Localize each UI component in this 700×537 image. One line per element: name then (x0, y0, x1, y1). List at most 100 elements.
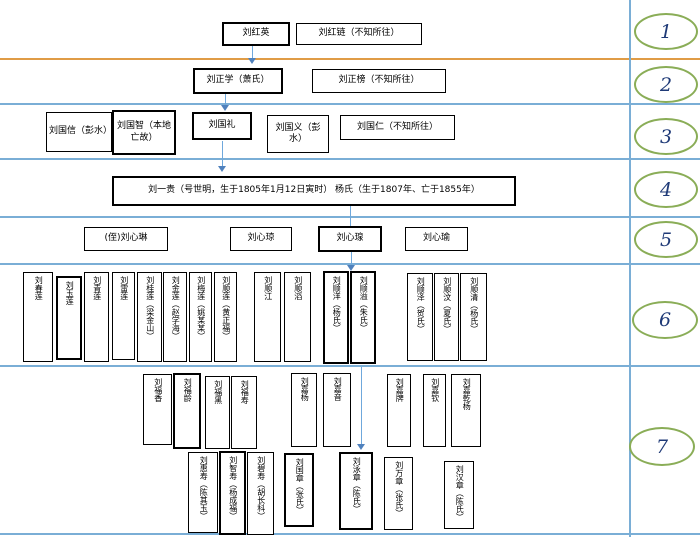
node-label: 刘嘉杨 (300, 377, 310, 401)
oval-generation-1: 1 (634, 13, 698, 50)
node-liu-xinqiong: 刘心琼 (230, 227, 292, 251)
node-label: 刘顺滔 (293, 276, 303, 300)
divider-line-bottom (0, 533, 700, 535)
oval-generation-5: 5 (634, 221, 698, 258)
node-liu-fuxiang: 刘福香 (143, 374, 172, 445)
oval-generation-3: 3 (634, 118, 698, 155)
divider-line-gen5 (0, 263, 700, 265)
node-label: 刘雷莲 (119, 276, 129, 300)
node-label: 刘顺汶（夏氏） (442, 277, 452, 333)
node-liu-yulian: 刘玉莲 (56, 276, 82, 360)
divider-line-gen1 (0, 58, 700, 60)
generation-number: 1 (659, 20, 673, 43)
node-liu-zhishou: 刘智寿（杨成福） (219, 451, 246, 535)
arrow-gen1-to-gen2 (252, 45, 253, 59)
node-liu-fuling: 刘福龄 (173, 373, 201, 449)
node-liu-shunyang: 刘顺洋（杨氏） (323, 271, 349, 364)
node-liu-guoli: 刘国礼 (192, 112, 252, 140)
node-liu-guozhang: 刘国章（张氏） (284, 453, 314, 527)
node-label: 刘顺洋（杨氏） (332, 276, 342, 332)
node-liu-fushou: 刘福寿 (231, 376, 257, 449)
generation-number: 7 (655, 435, 669, 458)
node-label: 刘国章（张氏） (295, 458, 305, 514)
node-liu-wanzhang: 刘万章（张氏） (384, 457, 413, 530)
node-label: 刘顺清（杨氏） (469, 277, 479, 333)
node-label: 刘嘉牌 (395, 378, 405, 402)
node-label: 刘福寿 (240, 380, 250, 404)
right-margin-line (629, 0, 631, 537)
node-label: 刘顺泽（贺氏） (416, 277, 426, 333)
node-label: 刘梅莲（姚某某） (196, 276, 206, 340)
node-liu-bishou: 刘碧寿（胡长科） (247, 452, 274, 535)
generation-number: 6 (658, 309, 672, 331)
node-liu-shunqing: 刘顺清（杨氏） (460, 273, 487, 361)
node-label: 刘汉章（陈氏） (455, 465, 465, 521)
node-liu-guoyi: 刘国义（彭水） (267, 115, 329, 153)
node-liu-qinglian: 刘青莲 (84, 272, 109, 362)
generation-number: 4 (659, 178, 673, 201)
node-liu-shunlian: 刘顺莲（黄正福） (214, 272, 237, 362)
node-liu-hanzhang: 刘汉章（陈氏） (444, 461, 474, 529)
node-liu-xinyu: 刘心瑜 (405, 227, 468, 251)
oval-generation-2: 2 (634, 66, 698, 103)
oval-generation-4: 4 (634, 171, 698, 208)
divider-line-gen6 (0, 365, 700, 367)
node-label: 刘福龄 (183, 378, 193, 402)
node-liu-shunjiang: 刘顺江 (254, 272, 281, 362)
node-liu-guoxin: 刘国信（彭水） (46, 112, 112, 152)
oval-generation-6: 6 (632, 301, 698, 339)
node-label: 刘嘉乾杨 (462, 378, 472, 410)
node-liu-shunwen: 刘顺汶（夏氏） (434, 273, 459, 361)
node-liu-hongying: 刘红英 (222, 22, 290, 46)
node-label: 刘金莲（赵学海） (171, 276, 181, 340)
divider-line-gen3 (0, 158, 700, 160)
arrow-head-gen7 (357, 444, 365, 450)
oval-generation-7: 7 (629, 427, 695, 466)
node-label: 刘青莲 (92, 276, 102, 300)
node-label: 刘福香 (153, 378, 163, 402)
node-liu-shunyi: 刘顺溢（朱氏） (350, 271, 376, 364)
divider-line-gen2 (0, 103, 700, 105)
node-liu-jiaqianyang: 刘嘉乾杨 (451, 374, 481, 447)
node-label: 刘万章（张氏） (394, 461, 404, 517)
node-liu-chunlian: 刘春莲 (23, 272, 53, 362)
node-label: 刘顺江 (263, 276, 273, 300)
node-liu-shuntao: 刘顺滔 (284, 272, 311, 362)
node-label: 刘智寿（杨成福） (228, 456, 238, 520)
connector-gen4-to-gen5 (350, 206, 351, 226)
arrow-head-gen6 (347, 265, 355, 271)
node-liu-shunze: 刘顺泽（贺氏） (407, 273, 433, 361)
node-liu-yongzhang: 刘泳章（陈氏） (339, 452, 373, 530)
node-label: 刘惠寿（陈其玉） (199, 456, 209, 520)
node-liu-guoren: 刘国仁（不知所往） (340, 115, 455, 140)
node-label: 刘顺莲（黄正福） (221, 276, 231, 340)
arrow-gen3-to-gen4 (222, 141, 223, 167)
arrow-gen2-to-gen3 (225, 94, 226, 106)
node-label: 刘桂莲（梁金山） (145, 276, 155, 340)
node-liu-jiaqin: 刘嘉钦 (423, 374, 446, 447)
generation-number: 3 (659, 125, 673, 148)
node-liu-zhengxue: 刘正学（萧氏） (193, 68, 283, 94)
arrow-gen6-to-gen7 (361, 367, 362, 445)
node-liu-guozhi: 刘国智（本地亡故） (112, 110, 176, 155)
node-liu-leilian: 刘雷莲 (112, 272, 135, 360)
node-liu-xinlin: (侄)刘心琳 (84, 227, 168, 251)
node-label: 刘嘉钦 (430, 378, 440, 402)
node-label: 刘顺溢（朱氏） (359, 276, 369, 332)
node-liu-honglian: 刘红链（不知所往） (296, 23, 422, 45)
node-liu-jiayin: 刘嘉音 (323, 373, 351, 447)
generation-number: 5 (659, 228, 673, 251)
arrow-head-gen2 (248, 58, 256, 64)
node-liu-guilian: 刘桂莲（梁金山） (137, 272, 162, 362)
arrow-head-gen4 (218, 166, 226, 172)
generation-number: 2 (659, 73, 673, 96)
node-liu-huishou: 刘惠寿（陈其玉） (188, 452, 218, 533)
arrow-head-gen3 (221, 105, 229, 111)
node-liu-fuhei: 刘福黑 (205, 376, 230, 449)
node-liu-zhengbang: 刘正榜（不知所往） (312, 69, 446, 93)
node-liu-jinlian: 刘金莲（赵学海） (163, 272, 187, 362)
node-liu-meilian: 刘梅莲（姚某某） (189, 272, 212, 362)
node-label: 刘泳章（陈氏） (352, 457, 362, 513)
node-label: 刘碧寿（胡长科） (256, 456, 266, 520)
